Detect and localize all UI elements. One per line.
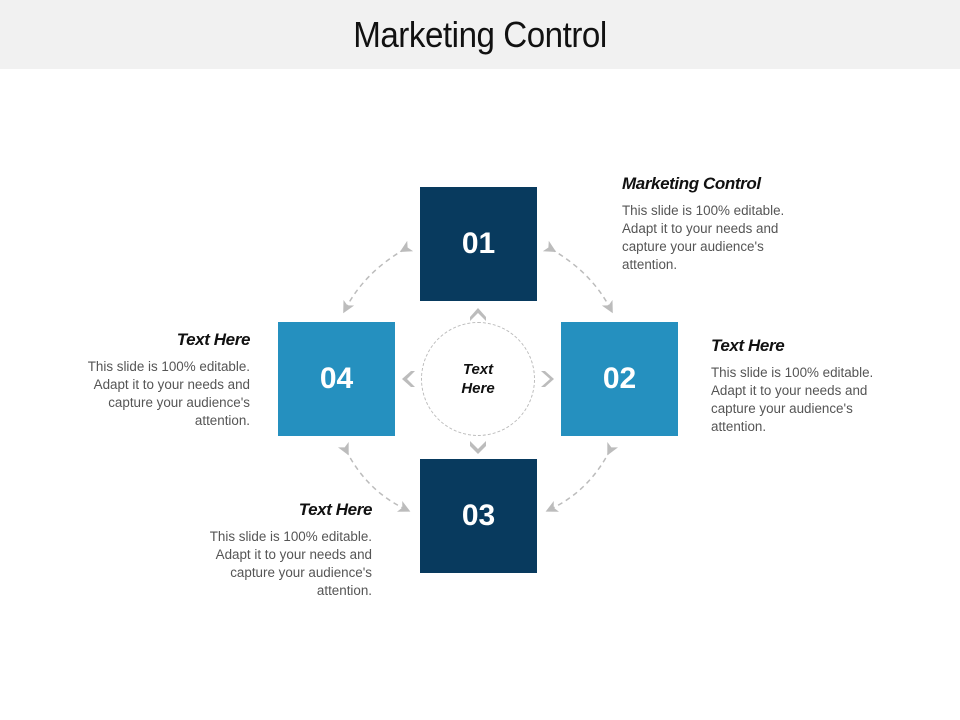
chevron-left-icon [402, 371, 415, 387]
slide-title: Marketing Control [353, 14, 607, 55]
center-label: Text Here [461, 361, 495, 397]
arrow-04-03 [337, 441, 411, 512]
text-block-03: Text Here This slide is 100% editable. A… [192, 500, 373, 600]
step-number: 01 [461, 227, 496, 260]
text-block-04: Text Here This slide is 100% editable. A… [70, 330, 251, 430]
arrow-01-02 [542, 240, 613, 314]
block-body: This slide is 100% editable. Adapt it to… [209, 529, 372, 598]
center-circle: Text Here [421, 322, 535, 436]
block-heading: Text Here [298, 500, 373, 519]
chevron-up-icon [470, 308, 486, 321]
block-body: This slide is 100% editable. Adapt it to… [622, 203, 785, 272]
block-body: This slide is 100% editable. Adapt it to… [87, 359, 250, 428]
text-block-01: Marketing Control This slide is 100% edi… [622, 174, 802, 274]
step-box-01: 01 [420, 187, 537, 301]
step-number: 03 [461, 499, 496, 532]
step-box-03: 03 [420, 459, 537, 573]
step-number: 02 [602, 362, 637, 395]
step-box-04: 04 [278, 322, 395, 436]
text-block-02: Text Here This slide is 100% editable. A… [711, 336, 891, 436]
chevron-down-icon [470, 441, 486, 454]
block-body: This slide is 100% editable. Adapt it to… [711, 365, 874, 434]
arrow-02-03 [545, 441, 619, 512]
block-heading: Marketing Control [622, 174, 761, 193]
block-heading: Text Here [711, 336, 785, 355]
block-heading: Text Here [176, 330, 251, 349]
title-bar: Marketing Control [0, 0, 960, 69]
chevron-right-icon [541, 371, 554, 387]
arrow-01-04 [343, 240, 414, 314]
step-box-02: 02 [561, 322, 678, 436]
step-number: 04 [319, 362, 354, 395]
